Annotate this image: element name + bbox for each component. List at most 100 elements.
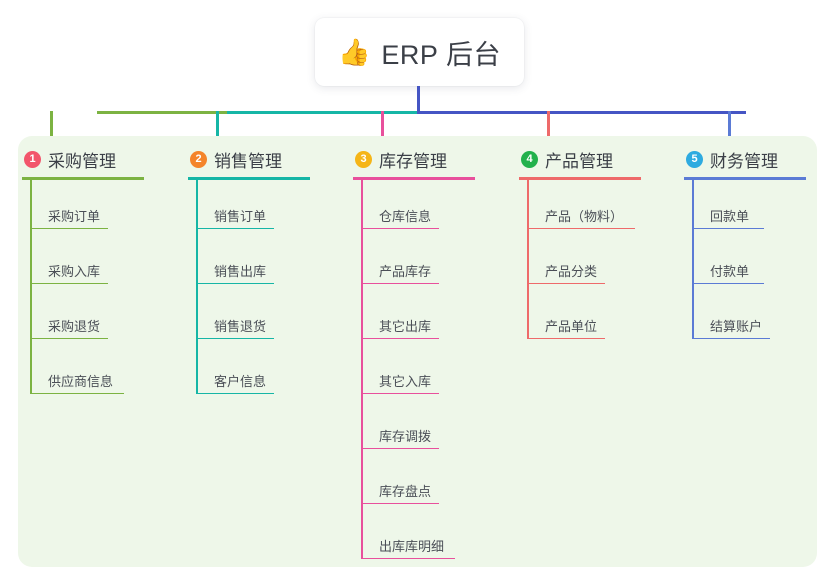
branch-item[interactable]: 结算账户 — [684, 290, 806, 345]
branch-item-label: 其它入库 — [379, 374, 432, 389]
branch-item-underline — [30, 282, 108, 284]
branch-index-badge: 5 — [686, 150, 703, 168]
branch-item[interactable]: 产品库存 — [353, 235, 475, 290]
branch-item-underline — [527, 227, 635, 229]
branch-item[interactable]: 产品单位 — [519, 290, 641, 345]
branch-item[interactable]: 仓库信息 — [353, 180, 475, 235]
branch-item-label: 库存盘点 — [379, 484, 432, 499]
branch-item[interactable]: 回款单 — [684, 180, 806, 235]
branch-item[interactable]: 库存调拨 — [353, 400, 475, 455]
branch-item-label: 采购入库 — [48, 264, 101, 279]
branch-column-3: 3 库存管理仓库信息产品库存其它出库其它入库库存调拨库存盘点出库库明细 — [353, 146, 475, 565]
branch-underline — [188, 177, 310, 180]
branch-spine — [361, 180, 363, 559]
branch-items: 产品（物料） 产品分类产品单位 — [519, 180, 641, 345]
branch-column-1: 1 采购管理采购订单采购入库采购退货供应商信息 — [22, 146, 144, 400]
branch-title: 财务管理 — [710, 151, 778, 171]
branch-column-4: 4 产品管理产品（物料） 产品分类产品单位 — [519, 146, 641, 345]
branch-underline — [684, 177, 806, 180]
root-node[interactable]: 👍 ERP 后台 — [315, 18, 524, 86]
branch-spine — [527, 180, 529, 339]
branch-underline — [22, 177, 144, 180]
branch-header-3[interactable]: 3 库存管理 — [353, 146, 475, 172]
branch-items: 仓库信息产品库存其它出库其它入库库存调拨库存盘点出库库明细 — [353, 180, 475, 565]
branch-item-label: 客户信息 — [214, 374, 267, 389]
branch-item-underline — [527, 337, 605, 339]
branch-item-underline — [361, 447, 439, 449]
branch-index-badge: 3 — [355, 150, 372, 168]
branch-item-underline — [30, 392, 124, 394]
branch-item-label: 采购订单 — [48, 209, 101, 224]
connector-drop-1 — [50, 111, 53, 138]
branch-item-underline — [30, 337, 108, 339]
branch-item-label: 付款单 — [710, 264, 750, 279]
branch-title: 产品管理 — [545, 151, 613, 171]
branch-items: 采购订单采购入库采购退货供应商信息 — [22, 180, 144, 400]
branch-item[interactable]: 产品分类 — [519, 235, 641, 290]
connector-segment-teal — [227, 111, 417, 114]
branch-item[interactable]: 销售出库 — [188, 235, 310, 290]
connector-segment-blue — [417, 111, 746, 114]
branch-item-label: 产品单位 — [545, 319, 598, 334]
branch-index-badge: 1 — [24, 150, 41, 168]
branch-underline — [519, 177, 641, 180]
branch-item-underline — [361, 227, 439, 229]
branch-item-label: 产品库存 — [379, 264, 432, 279]
branch-item-underline — [361, 557, 455, 559]
branch-item[interactable]: 客户信息 — [188, 345, 310, 400]
connector-drop-4 — [547, 111, 550, 138]
branch-column-5: 5 财务管理回款单付款单结算账户 — [684, 146, 806, 345]
branch-item-label: 结算账户 — [710, 319, 763, 334]
branch-item-underline — [692, 227, 764, 229]
branch-item-underline — [196, 282, 274, 284]
branch-item[interactable]: 付款单 — [684, 235, 806, 290]
branch-title: 采购管理 — [48, 151, 116, 171]
branch-item-underline — [196, 337, 274, 339]
branch-item-label: 产品（物料） — [545, 209, 624, 224]
branch-item[interactable]: 销售订单 — [188, 180, 310, 235]
branch-title: 库存管理 — [379, 151, 447, 171]
branch-header-4[interactable]: 4 产品管理 — [519, 146, 641, 172]
branch-item-label: 回款单 — [710, 209, 750, 224]
branch-title: 销售管理 — [214, 151, 282, 171]
branch-index-badge: 4 — [521, 150, 538, 168]
branch-item[interactable]: 采购退货 — [22, 290, 144, 345]
connector-drop-3 — [381, 111, 384, 138]
connector-drop-2 — [216, 111, 219, 138]
branch-item-label: 销售订单 — [214, 209, 267, 224]
branch-item[interactable]: 销售退货 — [188, 290, 310, 345]
branch-item-label: 产品分类 — [545, 264, 598, 279]
branch-item-label: 销售退货 — [214, 319, 267, 334]
branch-item[interactable]: 其它入库 — [353, 345, 475, 400]
branch-spine — [196, 180, 198, 394]
branch-items: 回款单付款单结算账户 — [684, 180, 806, 345]
branch-item-underline — [361, 502, 439, 504]
branch-item[interactable]: 供应商信息 — [22, 345, 144, 400]
root-node-content: 👍 ERP 后台 — [338, 33, 501, 72]
branch-header-5[interactable]: 5 财务管理 — [684, 146, 806, 172]
branch-item[interactable]: 库存盘点 — [353, 455, 475, 510]
branch-header-1[interactable]: 1 采购管理 — [22, 146, 144, 172]
branch-item-label: 仓库信息 — [379, 209, 432, 224]
thumbs-up-icon: 👍 — [338, 37, 371, 67]
branch-item-label: 销售出库 — [214, 264, 267, 279]
branch-item[interactable]: 其它出库 — [353, 290, 475, 345]
branch-item-label: 库存调拨 — [379, 429, 432, 444]
branch-item[interactable]: 采购订单 — [22, 180, 144, 235]
branch-item-underline — [361, 337, 439, 339]
branch-item[interactable]: 采购入库 — [22, 235, 144, 290]
root-node-title: ERP 后台 — [381, 39, 501, 70]
connector-segment-green — [97, 111, 227, 114]
branch-item-underline — [196, 392, 274, 394]
branch-item-underline — [361, 282, 439, 284]
branch-item-label: 出库库明细 — [379, 539, 445, 554]
branch-spine — [692, 180, 694, 339]
branch-underline — [353, 177, 475, 180]
branch-item-underline — [361, 392, 439, 394]
branch-item[interactable]: 出库库明细 — [353, 510, 475, 565]
branch-item[interactable]: 产品（物料） — [519, 180, 641, 235]
